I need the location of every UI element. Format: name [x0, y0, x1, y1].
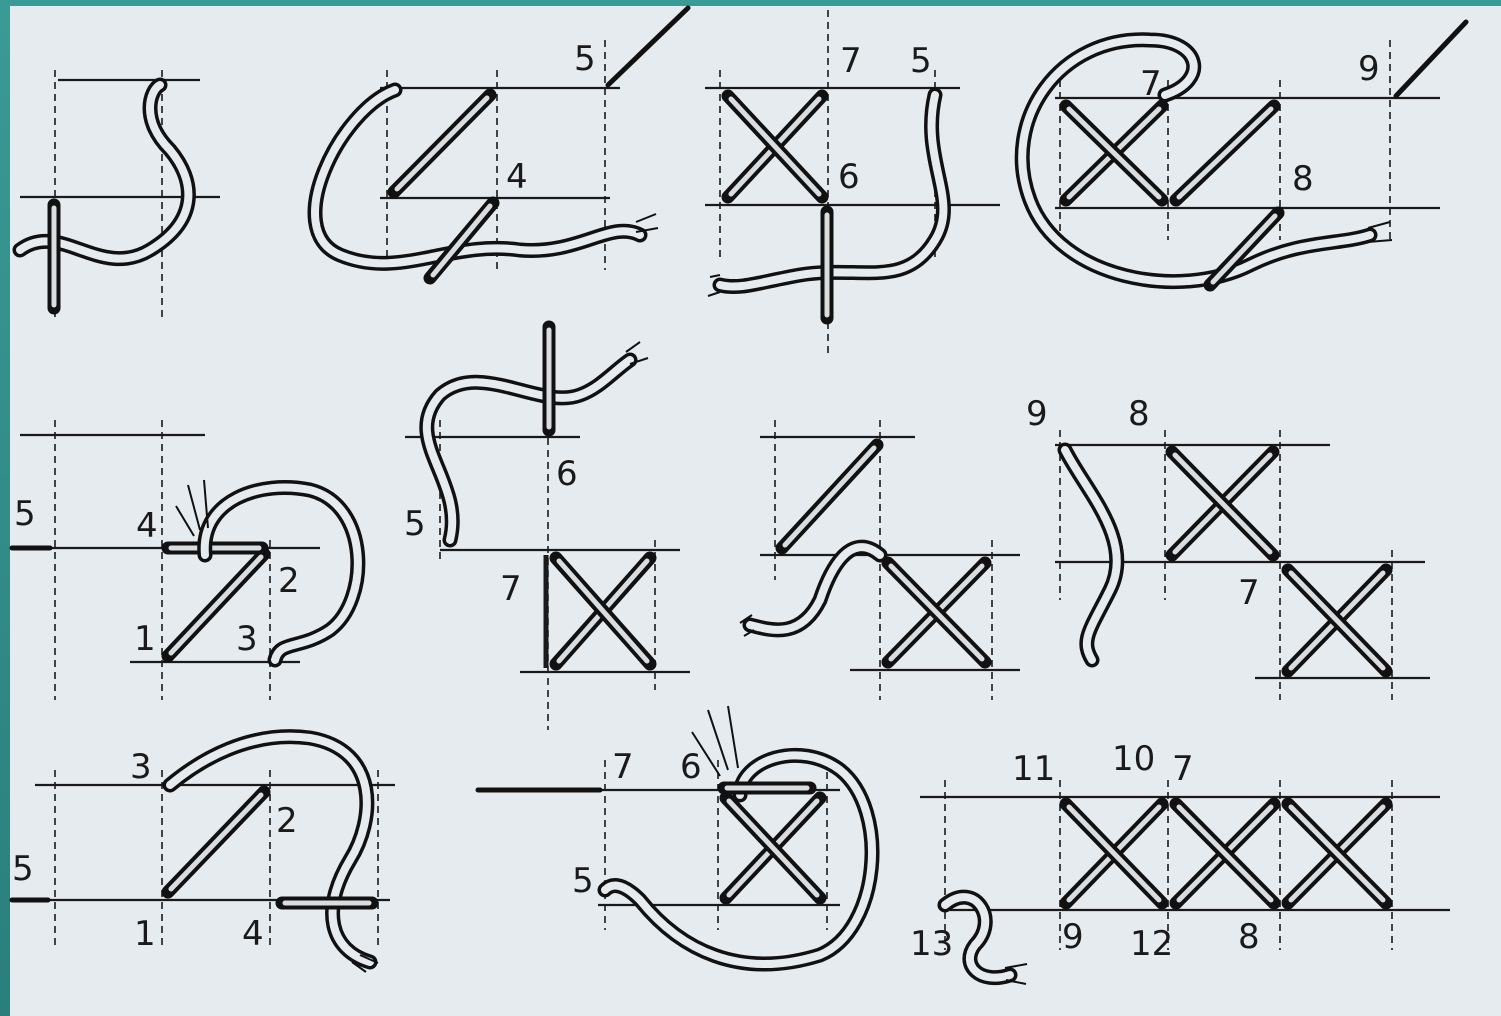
panel-4: 7 9 8: [1022, 22, 1466, 285]
label-7: 7: [1238, 573, 1260, 613]
label-4: 4: [242, 914, 264, 954]
label-5: 5: [404, 504, 426, 544]
label-8: 8: [1238, 917, 1260, 957]
label-10: 10: [1112, 739, 1155, 779]
label-6: 6: [556, 454, 578, 494]
label-9: 9: [1026, 394, 1048, 434]
label-5: 5: [572, 861, 594, 901]
label-9: 9: [1062, 917, 1084, 957]
label-5: 5: [574, 39, 596, 79]
label-1: 1: [134, 914, 156, 954]
label-7: 7: [500, 569, 522, 609]
label-11: 11: [1012, 749, 1055, 789]
panel-6: 5 6 7: [404, 327, 690, 730]
panel-2: 5 4: [315, 8, 688, 278]
label-12: 12: [1130, 924, 1173, 964]
label-2: 2: [278, 561, 300, 601]
label-6: 6: [838, 157, 860, 197]
label-7: 7: [612, 747, 634, 787]
label-7: 7: [1140, 64, 1162, 104]
panel-5: 5 4 2 1 3: [12, 420, 358, 700]
label-1: 1: [134, 619, 156, 659]
label-5: 5: [910, 41, 932, 81]
label-5: 5: [12, 849, 34, 889]
label-2: 2: [276, 801, 298, 841]
label-7: 7: [1172, 749, 1194, 789]
label-8: 8: [1292, 159, 1314, 199]
label-5: 5: [14, 494, 36, 534]
panel-7: [740, 420, 1020, 700]
label-7: 7: [840, 41, 862, 81]
panel-3: 7 5 6: [705, 10, 1000, 355]
panel-9: 3 2 5 1 4: [12, 737, 395, 972]
label-4: 4: [136, 506, 158, 546]
label-4: 4: [506, 157, 528, 197]
panel-11: 11 10 7 13 9 12 8: [910, 739, 1450, 984]
label-3: 3: [130, 747, 152, 787]
label-9: 9: [1358, 49, 1380, 89]
label-6: 6: [680, 747, 702, 787]
panel-1: [20, 70, 220, 320]
panel-8: 9 8 7: [1026, 394, 1430, 700]
label-13: 13: [910, 924, 953, 964]
label-8: 8: [1128, 394, 1150, 434]
panel-10: 7 6 5: [478, 706, 872, 964]
label-3: 3: [236, 619, 258, 659]
